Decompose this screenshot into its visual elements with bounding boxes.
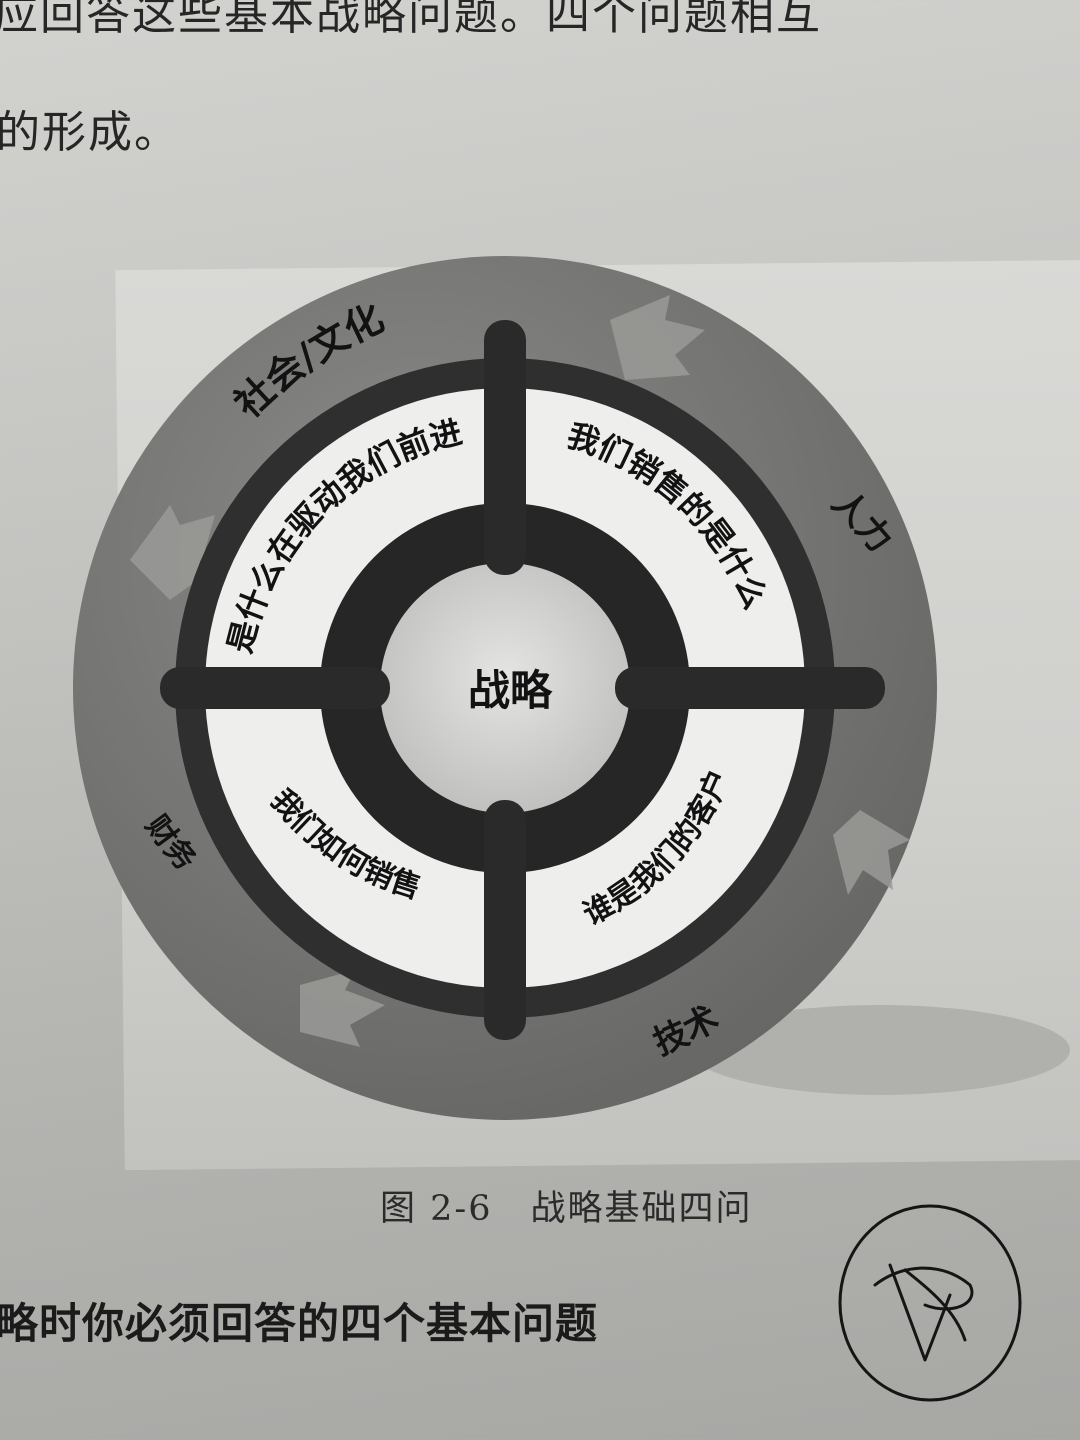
ground-shadow (690, 1005, 1070, 1095)
section-heading: 略时你必须回答的四个基本问题 (0, 1299, 599, 1348)
handwritten-mark (838, 1204, 1022, 1402)
crosshair-bar-right (615, 667, 885, 709)
crosshair-bar-bottom (484, 800, 526, 1040)
arrow-icon (833, 810, 910, 895)
crosshair-bar-top (484, 320, 526, 575)
body-text-line: 的形成。 (0, 107, 180, 158)
body-text-line: 应回答这些基本战略问题。四个问题相互 (0, 0, 822, 40)
outer-ring-arrows (130, 295, 910, 1047)
crosshair (160, 320, 885, 1040)
crosshair-bar-left (160, 667, 390, 709)
center-label: 战略 (468, 666, 553, 715)
figure-title: 战略基础四问 (530, 1189, 753, 1229)
figure-caption: 图 2-6 战略基础四问 (380, 1180, 753, 1231)
arrow-icon (300, 970, 385, 1047)
figure-number: 图 2-6 (380, 1189, 493, 1229)
arrow-icon (610, 295, 705, 380)
center-circle (380, 563, 630, 813)
